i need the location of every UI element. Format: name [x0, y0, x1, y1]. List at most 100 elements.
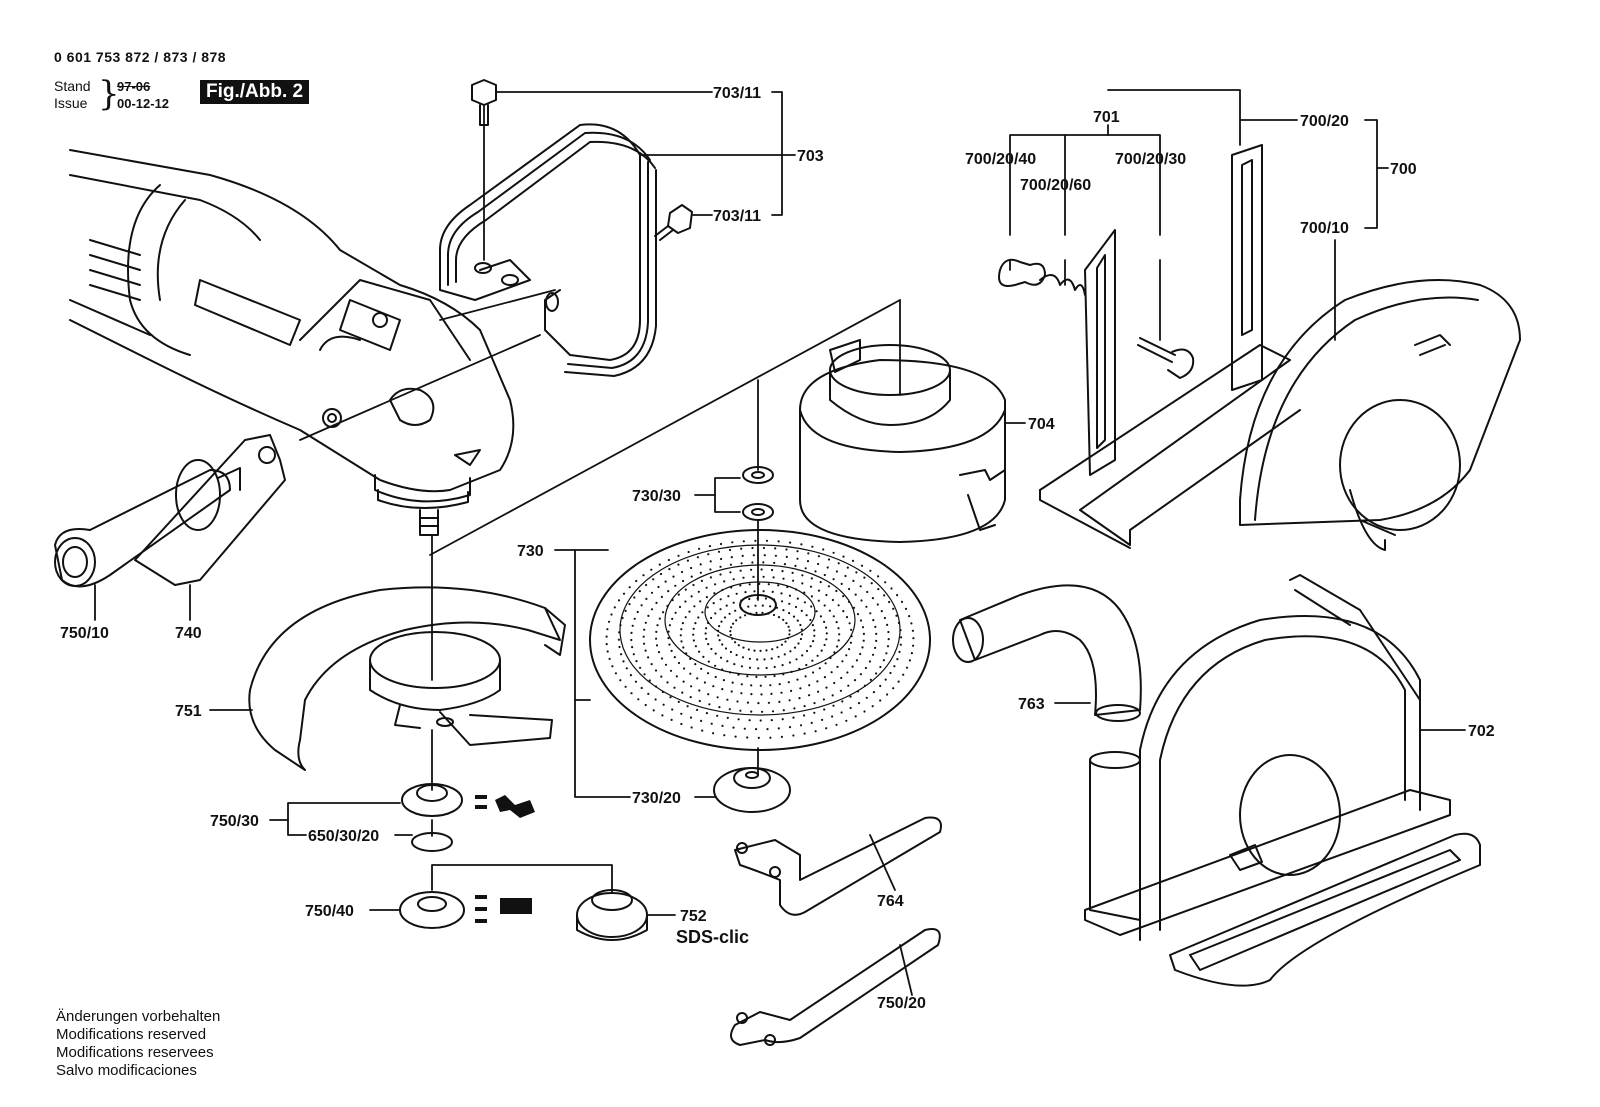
disc-dot — [799, 687, 802, 690]
disc-dot — [871, 597, 875, 600]
disc-dot — [886, 645, 890, 648]
cutting-guide-702-drawing — [1084, 574, 1481, 987]
disc-dot — [813, 711, 816, 714]
disc-dot — [896, 658, 899, 661]
disc-dot — [739, 616, 742, 619]
disc-dot — [833, 681, 836, 685]
disc-dot — [721, 588, 724, 592]
disc-dot — [725, 604, 728, 607]
disc-dot — [832, 615, 835, 618]
disc-dot — [788, 602, 791, 605]
disc-dot — [714, 612, 717, 615]
disc-dot — [696, 708, 699, 712]
disc-dot — [765, 539, 769, 542]
disc-dot — [645, 583, 648, 587]
disc-dot — [788, 629, 791, 632]
disc-dot — [782, 609, 785, 612]
disc-dot — [823, 643, 826, 647]
disc-dot — [905, 666, 909, 669]
disc-dot — [821, 718, 824, 722]
disc-dot — [731, 681, 734, 684]
disc-dot — [804, 567, 807, 570]
disc-dot — [697, 590, 700, 593]
disc-dot — [724, 647, 728, 650]
disc-dot — [692, 627, 695, 630]
disc-dot — [770, 657, 773, 660]
disc-dot — [671, 617, 674, 621]
disc-dot — [677, 661, 681, 665]
disc-dot — [746, 736, 749, 739]
disc-dot — [862, 632, 866, 636]
disc-dot — [635, 660, 638, 663]
disc-dot — [666, 681, 669, 684]
disc-dot — [613, 606, 616, 609]
disc-dot — [798, 667, 801, 670]
disc-dot — [732, 578, 735, 581]
disc-dot — [716, 696, 719, 699]
disc-dot — [631, 646, 634, 649]
disc-dot — [775, 606, 779, 609]
disc-dot — [754, 539, 757, 542]
disc-dot — [708, 545, 712, 548]
disc-dot — [761, 604, 764, 607]
disc-dot — [806, 560, 810, 563]
disc-dot — [707, 693, 710, 696]
disc-dot — [832, 704, 835, 707]
disc-dot — [647, 614, 650, 618]
disc-dot — [650, 663, 653, 666]
disc-dot — [723, 734, 726, 737]
stand-label: Stand — [54, 78, 91, 94]
label-700-20-40: 700/20/40 — [965, 151, 1036, 168]
disc-dot — [670, 718, 673, 722]
disc-dot — [772, 613, 776, 617]
disc-dot — [619, 624, 622, 627]
disc-dot — [694, 663, 697, 666]
disc-dot — [748, 583, 751, 586]
disc-dot — [736, 700, 739, 703]
disc-dot — [675, 675, 678, 678]
disc-dot — [719, 565, 722, 568]
disc-dot — [899, 629, 902, 632]
disc-dot — [911, 629, 915, 632]
disc-dot — [617, 638, 621, 641]
disc-dot — [656, 624, 659, 627]
disc-dot — [669, 696, 672, 699]
disc-dot — [690, 575, 693, 578]
disc-dot — [662, 703, 665, 706]
disc-dot — [846, 671, 849, 674]
disc-dot — [865, 696, 868, 699]
disc-dot — [898, 650, 901, 654]
disc-dot — [650, 608, 654, 611]
disc-dot — [836, 645, 839, 648]
disc-dot — [669, 669, 673, 672]
disc-dot — [740, 692, 743, 695]
disc-dot — [828, 609, 831, 612]
disc-dot — [822, 698, 826, 701]
disc-dot — [856, 613, 860, 616]
disc-dot — [687, 550, 690, 554]
disc-dot — [875, 632, 878, 636]
disc-dot — [788, 612, 791, 615]
disc-dot — [692, 633, 695, 636]
disc-dot — [704, 632, 707, 635]
disc-dot — [820, 649, 823, 652]
disc-dot — [692, 583, 695, 587]
disc-dot — [790, 670, 793, 674]
label-703: 703 — [797, 148, 824, 165]
disc-dot — [752, 554, 755, 557]
disc-dot — [705, 712, 709, 715]
disc-dot — [709, 576, 713, 579]
disc-dot — [786, 585, 789, 589]
disc-dot — [693, 605, 696, 608]
disc-dot — [805, 614, 808, 617]
disc-dot — [683, 667, 686, 670]
disc-dot — [732, 622, 735, 625]
disc-dot — [752, 575, 755, 579]
disc-dot — [667, 637, 670, 640]
disc-dot — [877, 588, 880, 591]
disc-dot — [654, 698, 657, 701]
disc-dot — [796, 550, 799, 553]
disc-dot — [680, 722, 683, 726]
disc-dot — [714, 652, 717, 655]
disc-dot — [701, 729, 704, 732]
